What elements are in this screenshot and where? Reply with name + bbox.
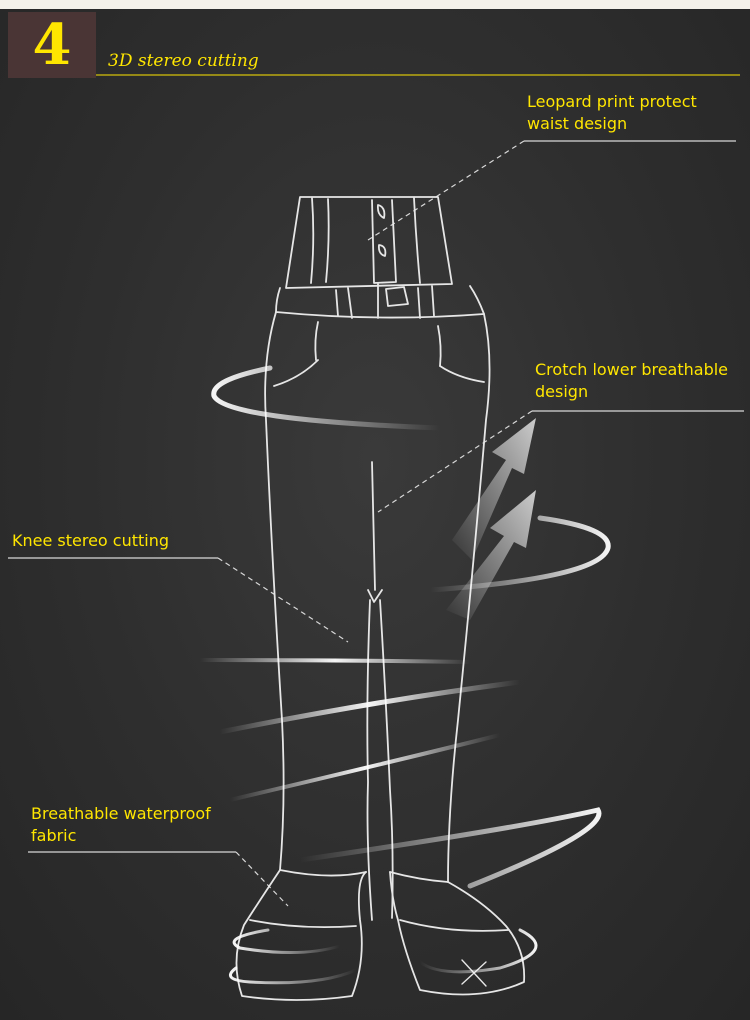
callout-line: Knee stereo cutting xyxy=(12,531,170,550)
top-strip xyxy=(0,0,750,9)
callout-line: Leopard print protect xyxy=(527,92,697,111)
callout-line: Breathable waterproof xyxy=(31,804,211,823)
callout-line: Crotch lower breathable xyxy=(535,360,729,379)
callout-waist: Leopard print protect waist design xyxy=(527,91,697,135)
callout-line: waist design xyxy=(527,114,628,133)
breathable-arrows-icon xyxy=(446,418,536,620)
callout-crotch: Crotch lower breathable design xyxy=(535,359,728,403)
callout-fabric: Breathable waterproof fabric xyxy=(31,803,211,847)
callout-line: design xyxy=(535,382,589,401)
callout-line: fabric xyxy=(31,826,77,845)
pants-sketch xyxy=(235,196,526,1001)
section-title: 3D stereo cutting xyxy=(108,51,259,71)
motion-swooshes xyxy=(198,365,611,985)
callout-lines xyxy=(8,140,744,907)
callout-knee: Knee stereo cutting xyxy=(12,530,169,552)
section-number-badge: 4 xyxy=(8,12,96,78)
